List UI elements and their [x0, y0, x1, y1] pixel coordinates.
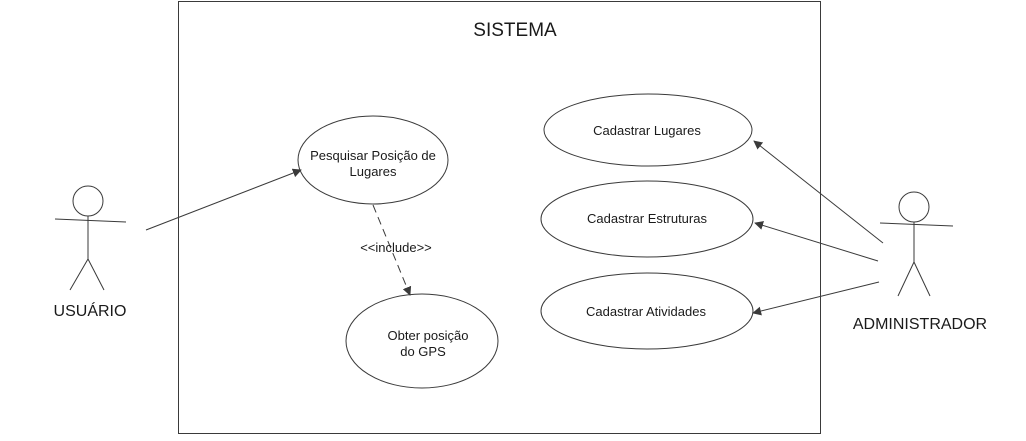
association-usuario-pesquisar [145, 168, 302, 231]
actor-usuario-left-leg [69, 258, 89, 291]
association-admin-cad-atividades [752, 281, 880, 316]
actor-administrador-right-leg [913, 261, 931, 297]
actor-administrador [879, 191, 954, 297]
actor-administrador-arms [879, 222, 954, 227]
actor-usuario-right-leg [87, 258, 105, 291]
use-case-obter-posicao-gps[interactable]: Obter posição do GPS [345, 293, 499, 389]
use-case-pesquisar-line2: Lugares [350, 164, 397, 179]
actor-administrador-left-leg [897, 261, 915, 297]
use-case-obter-line1: Obter posição [388, 328, 469, 343]
use-case-cad-lugares-label: Cadastrar Lugares [593, 123, 701, 138]
use-case-obter-line2: do GPS [400, 344, 446, 359]
use-case-cad-lugares-ellipse[interactable] [543, 93, 753, 167]
use-case-obter-ellipse[interactable] [345, 293, 499, 389]
association-admin-cad-estruturas [754, 221, 879, 262]
use-case-cadastrar-estruturas[interactable]: Cadastrar Estruturas [540, 180, 754, 258]
include-dependency [372, 204, 412, 296]
use-case-pesquisar-posicao[interactable]: Pesquisar Posição de Lugares [297, 115, 449, 205]
actor-usuario-label: USUÁRIO [54, 301, 127, 320]
actor-administrador-head [898, 191, 930, 223]
use-case-pesquisar-line1: Pesquisar Posição de [310, 148, 436, 163]
use-case-cad-estruturas-label: Cadastrar Estruturas [587, 211, 707, 226]
association-admin-cad-lugares [753, 140, 884, 244]
actor-usuario-arms [54, 218, 127, 223]
use-case-cadastrar-atividades[interactable]: Cadastrar Atividades [540, 272, 754, 350]
actor-usuario [54, 185, 127, 291]
use-case-pesquisar-ellipse[interactable] [297, 115, 449, 205]
actor-administrador-label: ADMINISTRADOR [853, 316, 987, 333]
include-stereotype-label: <<include>> [360, 240, 432, 255]
actor-usuario-head [72, 185, 104, 217]
use-case-cad-estruturas-ellipse[interactable] [540, 180, 754, 258]
system-title: SISTEMA [473, 20, 557, 41]
use-case-cad-atividades-label: Cadastrar Atividades [586, 304, 706, 319]
use-case-cadastrar-lugares[interactable]: Cadastrar Lugares [543, 93, 753, 167]
